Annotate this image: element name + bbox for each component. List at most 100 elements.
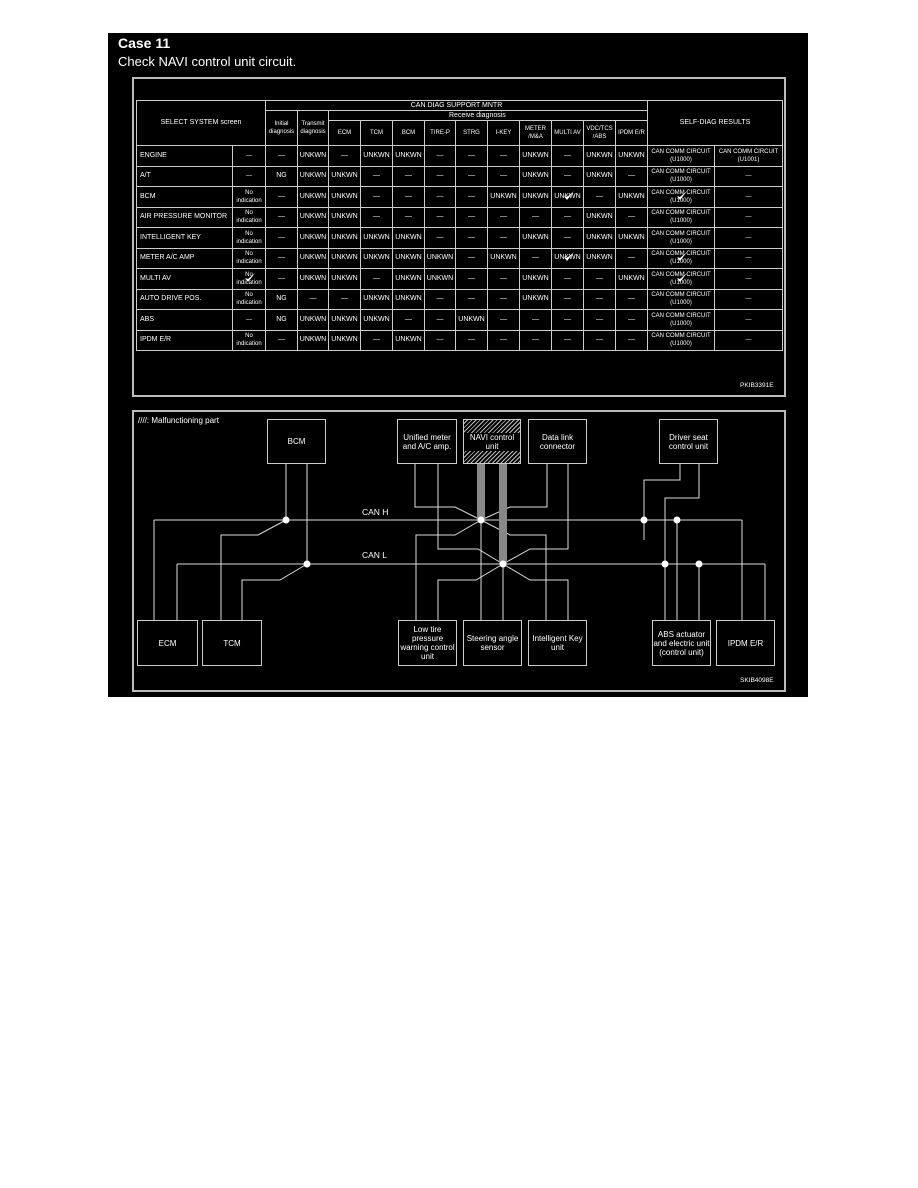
system-name-text: ABS xyxy=(140,315,155,323)
diag-cell-text: — xyxy=(436,233,444,241)
diag-cell-text: UNKWN xyxy=(586,254,613,262)
col-header-7: I-KEY xyxy=(487,120,520,146)
diag-cell: — xyxy=(265,329,298,351)
diag-cell-text: — xyxy=(436,213,444,221)
wire xyxy=(480,464,548,521)
self-diag-result-text: CAN COMM CIRCUIT (U1000) xyxy=(651,148,711,163)
diag-cell-text: — xyxy=(532,315,539,323)
diag-cell-text: NG xyxy=(276,172,287,180)
diag-cell-text: — xyxy=(278,151,285,159)
diag-cell-text: — xyxy=(341,295,348,303)
system-name-text: AUTO DRIVE POS. xyxy=(140,295,202,303)
diag-cell-text: UNKWN xyxy=(586,233,613,241)
diag-cell-text: UNKWN xyxy=(586,213,613,221)
diag-cell-text: — xyxy=(405,213,412,221)
diag-cell-text: — xyxy=(309,295,317,303)
diag-cell-text: — xyxy=(373,336,380,344)
diag-cell-text: — xyxy=(564,213,571,221)
col-header-9: MULTI AV xyxy=(551,120,584,146)
diag-cell-text: — xyxy=(436,172,444,180)
self-diag-result-text: CAN COMM CIRCUIT (U1000) xyxy=(651,312,711,327)
diag-cell-text: — xyxy=(500,315,507,323)
diag-cell-text: — xyxy=(468,192,475,200)
diag-cell-text: UNKWN xyxy=(299,315,327,323)
select-system-header: SELECT SYSTEM screen xyxy=(136,100,266,146)
diag-cell-text: — xyxy=(532,213,539,221)
diag-cell-text: — xyxy=(405,172,412,180)
diag-cell-text: UNKWN xyxy=(363,254,390,262)
self-diag-result-2-text: — xyxy=(745,337,752,344)
diag-cell-text: — xyxy=(278,274,285,282)
diag-cell-text: NG xyxy=(276,295,287,303)
diag-cell-text: UNKWN xyxy=(331,274,358,282)
diag-cell-text: — xyxy=(628,213,635,221)
low-tire-pressure-unit-box: Low tire pressure warning control unit xyxy=(398,620,457,666)
steering-angle-sensor-box: Steering angle sensor xyxy=(463,620,522,666)
system-name-text: BCM xyxy=(140,192,156,200)
diag-cell-text: — xyxy=(468,213,475,221)
diag-cell-text: UNKWN xyxy=(426,274,454,282)
junction-node xyxy=(499,560,507,568)
diag-cell: — xyxy=(519,329,552,351)
diag-cell-text: UNKWN xyxy=(618,192,645,200)
system-name-text: IPDM E/R xyxy=(140,336,172,344)
wire xyxy=(664,464,700,564)
system-name-text: AIR PRESSURE MONITOR xyxy=(140,213,227,221)
system-name-text: MULTI AV xyxy=(140,274,171,282)
diag-cell-text: UNKWN xyxy=(299,213,327,221)
wire xyxy=(437,464,504,565)
diag-cell-text: — xyxy=(532,336,539,344)
diag-cell-text: UNKWN xyxy=(490,192,517,200)
junction-node xyxy=(303,560,311,568)
diag-cell: UNKWN xyxy=(328,329,361,351)
diag-cell-text: — xyxy=(436,336,444,344)
diag-cell-text: — xyxy=(468,233,475,241)
diag-cell-text: — xyxy=(278,192,285,200)
screen-status-text: No indication xyxy=(236,333,262,348)
wire xyxy=(502,563,569,620)
diag-cell-text: UNKWN xyxy=(299,172,327,180)
self-diag-result-text: CAN COMM CIRCUIT (U1000) xyxy=(651,230,711,245)
self-diag-result-2-text: CAN COMM CIRCUIT (U1001) xyxy=(718,148,779,163)
diag-cell-text: — xyxy=(468,295,475,303)
screen-status-text: No indication xyxy=(236,230,262,245)
self-diag-result-text: CAN COMM CIRCUIT (U1000) xyxy=(651,210,711,225)
junction-node xyxy=(477,516,485,524)
can-l-label: CAN L xyxy=(362,550,388,560)
intelligent-key-unit-box: Intelligent Key unit xyxy=(528,620,587,666)
diag-cell-text: UNKWN xyxy=(522,151,549,159)
wire xyxy=(220,519,287,620)
malfunction-wire-hatch xyxy=(499,464,507,564)
case-subtitle: Check NAVI control unit circuit. xyxy=(118,54,297,69)
diag-cell-text: — xyxy=(564,172,571,180)
diag-cell-text: NG xyxy=(276,315,287,323)
diag-cell-text: — xyxy=(596,336,603,344)
col-header-6: STRG xyxy=(455,120,488,146)
diag-cell-text: — xyxy=(468,336,475,344)
diag-cell-text: UNKWN xyxy=(586,172,613,180)
diag-cell-text: — xyxy=(405,315,412,323)
junction-node xyxy=(640,516,648,524)
diag-cell-text: — xyxy=(373,274,380,282)
diag-cell-text: UNKWN xyxy=(331,254,358,262)
system-name-text: INTELLIGENT KEY xyxy=(140,233,201,241)
bcm-box: BCM xyxy=(267,419,326,464)
screen-status-text: No indication xyxy=(236,251,262,266)
diag-cell-text: UNKWN xyxy=(299,254,327,262)
navi-label: NAVI control unit xyxy=(464,432,520,451)
wire xyxy=(643,464,681,520)
diag-cell-text: — xyxy=(278,213,285,221)
diag-cell-text: — xyxy=(500,233,507,241)
system-name-text: ENGINE xyxy=(140,151,167,159)
tcm-box: TCM xyxy=(202,620,262,666)
diag-cell-text: UNKWN xyxy=(331,213,358,221)
diagnosis-table-panel xyxy=(132,77,786,397)
diag-cell-text: UNKWN xyxy=(363,233,390,241)
wire xyxy=(414,464,482,521)
diagram-figure-code: SKIB4098E xyxy=(740,677,774,684)
diag-cell-text: — xyxy=(532,254,539,262)
diag-cell-text: — xyxy=(500,274,507,282)
